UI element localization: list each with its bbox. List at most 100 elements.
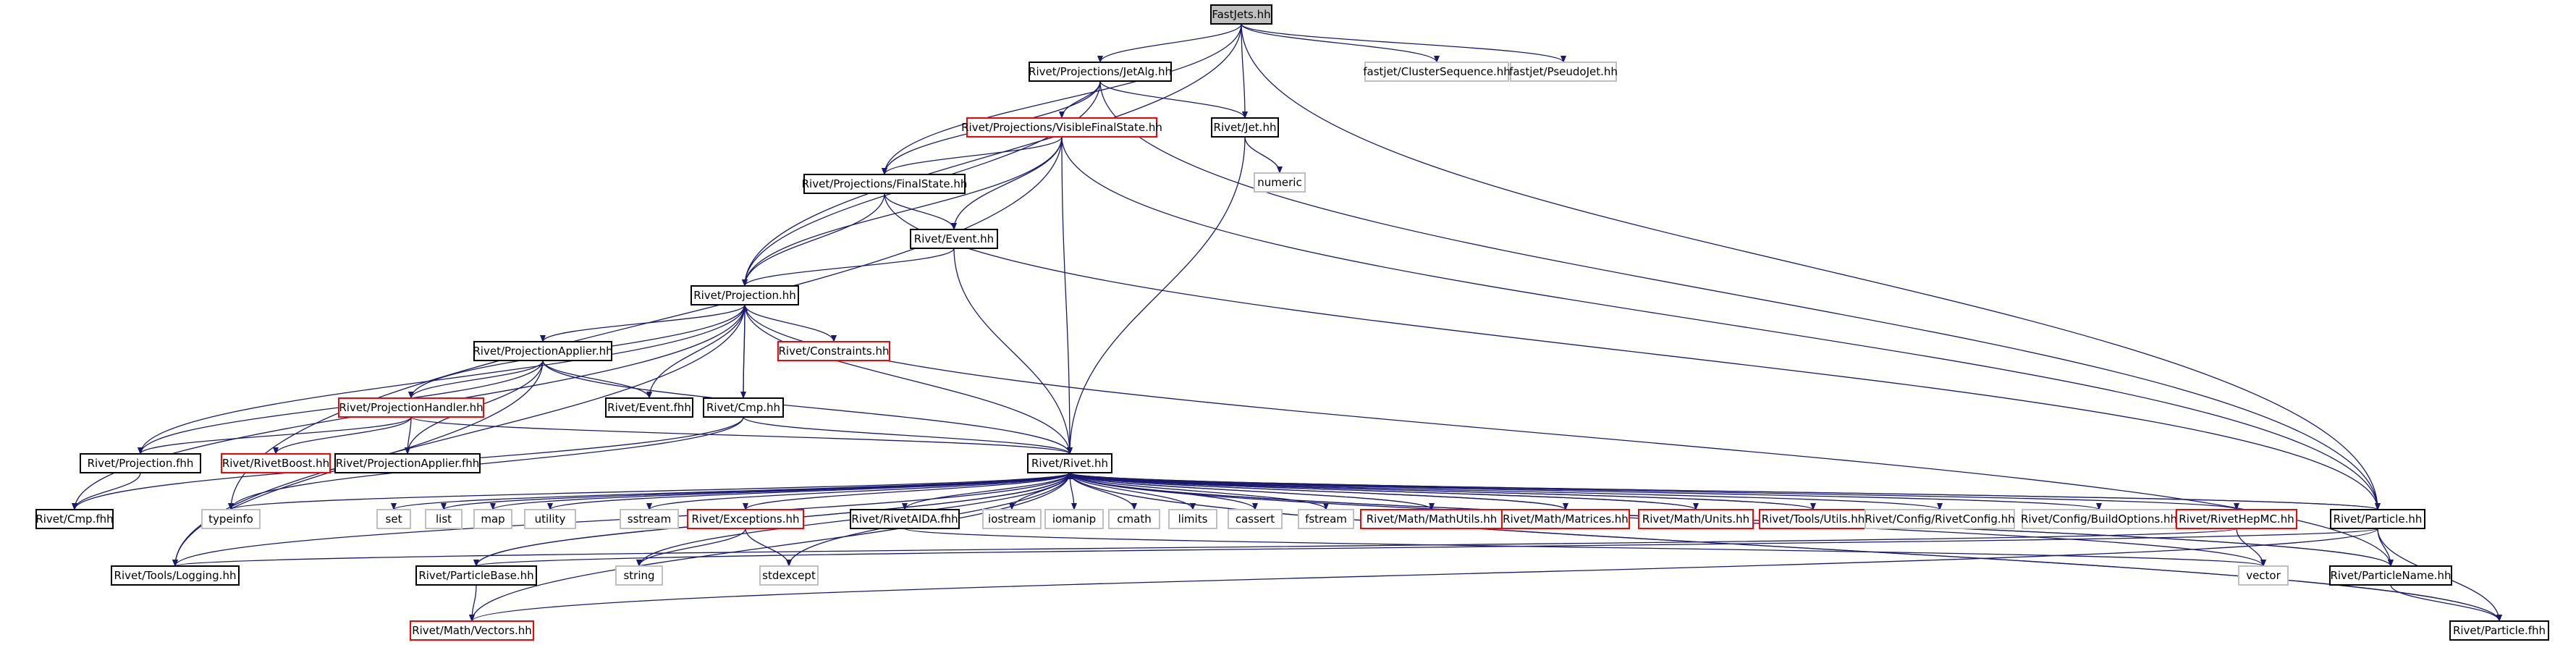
- node-projapplier[interactable]: Rivet/ProjectionApplier.hh: [473, 341, 613, 361]
- node-box-projapplier: [473, 341, 612, 361]
- node-logging[interactable]: Rivet/Tools/Logging.hh: [111, 565, 240, 586]
- node-projfhh[interactable]: Rivet/Projection.fhh: [80, 453, 201, 473]
- node-constraints[interactable]: Rivet/Constraints.hh: [777, 341, 890, 361]
- node-rivetconfig[interactable]: Rivet/Config/RivetConfig.hh: [1865, 509, 2015, 529]
- node-jet[interactable]: Rivet/Jet.hh: [1211, 117, 1279, 138]
- node-sstream[interactable]: sstream: [620, 509, 679, 529]
- node-units[interactable]: Rivet/Math/Units.hh: [1638, 509, 1754, 529]
- edge-jetalg-to-particle: [1099, 80, 2381, 510]
- node-box-utility: [524, 509, 576, 529]
- node-label-particle: Rivet/Particle.hh: [2334, 513, 2423, 526]
- node-toolsutils[interactable]: Rivet/Tools/Utils.hh: [1759, 509, 1867, 529]
- edge-visiblefs-to-finalstate: [882, 136, 1063, 175]
- edge-projection-to-eventfhh: [646, 304, 746, 399]
- node-projhandler[interactable]: Rivet/ProjectionHandler.hh: [338, 397, 484, 418]
- node-limits[interactable]: limits: [1168, 509, 1217, 529]
- node-box-toolsutils: [1759, 509, 1867, 529]
- edge-projapplier-to-projhandler: [408, 360, 544, 399]
- edge-fastjets-to-projection: [742, 23, 1242, 287]
- node-hepmc[interactable]: Rivet/RivetHepMC.hh: [2176, 509, 2297, 529]
- node-projapplierfhh[interactable]: Rivet/ProjectionApplier.fhh: [334, 453, 481, 473]
- edge-projection-to-constraints: [744, 304, 837, 342]
- node-eventfhh[interactable]: Rivet/Event.fhh: [605, 397, 693, 418]
- node-string[interactable]: string: [615, 565, 663, 586]
- node-box-particlefhh: [2449, 620, 2549, 641]
- node-clusterseq[interactable]: fastjet/ClusterSequence.hh: [1363, 62, 1511, 82]
- node-fstream[interactable]: fstream: [1298, 509, 1354, 529]
- edge-particle-to-vectors: [469, 528, 2378, 622]
- edge-finalstate-to-projection: [742, 193, 885, 287]
- node-numeric[interactable]: numeric: [1254, 172, 1306, 193]
- node-map[interactable]: map: [473, 509, 512, 529]
- node-label-stdexcept: stdexcept: [762, 569, 816, 582]
- node-label-finalstate: Rivet/Projections/FinalState.hh: [802, 177, 968, 190]
- node-matrices[interactable]: Rivet/Math/Matrices.hh: [1501, 509, 1630, 529]
- node-label-list: list: [436, 513, 452, 526]
- node-particlename[interactable]: Rivet/ParticleName.hh: [2329, 565, 2452, 586]
- node-cmp[interactable]: Rivet/Cmp.hh: [703, 397, 784, 418]
- node-box-matrices: [1501, 509, 1630, 529]
- edge-particlename-to-particlefhh: [2390, 584, 2502, 622]
- node-vector[interactable]: vector: [2238, 565, 2289, 586]
- node-finalstate[interactable]: Rivet/Projections/FinalState.hh: [802, 174, 968, 194]
- node-pseudojet[interactable]: fastjet/PseudoJet.hh: [1509, 62, 1618, 82]
- edge-cmp-to-projection: [741, 304, 748, 399]
- node-label-set: set: [386, 513, 402, 526]
- node-event[interactable]: Rivet/Event.hh: [910, 229, 998, 249]
- node-label-utility: utility: [535, 513, 566, 526]
- node-label-limits: limits: [1178, 513, 1208, 526]
- node-box-buildoptions: [2022, 509, 2176, 529]
- node-vectors[interactable]: Rivet/Math/Vectors.hh: [410, 620, 534, 641]
- edge-projfhh-to-cmpfhh: [72, 472, 141, 510]
- node-particle[interactable]: Rivet/Particle.hh: [2330, 509, 2425, 529]
- node-box-jet: [1211, 117, 1279, 138]
- node-box-set: [376, 509, 411, 529]
- edge-rivet-to-buildoptions: [1069, 472, 2102, 510]
- node-jetalg[interactable]: Rivet/Projections/JetAlg.hh: [1029, 62, 1172, 82]
- edge-projhandler-to-rivetboost: [273, 416, 412, 455]
- edge-particle-to-particlebase: [474, 528, 2378, 567]
- node-box-particlebase: [415, 565, 537, 586]
- node-label-logging: Rivet/Tools/Logging.hh: [114, 569, 237, 582]
- node-set[interactable]: set: [376, 509, 411, 529]
- node-particlebase[interactable]: Rivet/ParticleBase.hh: [415, 565, 537, 586]
- node-rivetboost[interactable]: Rivet/RivetBoost.hh: [221, 453, 331, 473]
- node-projection[interactable]: Rivet/Projection.hh: [691, 285, 799, 305]
- node-box-hepmc: [2176, 509, 2297, 529]
- node-label-visiblefs: Rivet/Projections/VisibleFinalState.hh: [961, 121, 1162, 134]
- edge-rivet-to-utility: [547, 472, 1070, 510]
- node-label-units: Rivet/Math/Units.hh: [1642, 513, 1749, 526]
- node-box-iomanip: [1044, 509, 1104, 529]
- node-label-vectors: Rivet/Math/Vectors.hh: [412, 624, 532, 637]
- node-label-aidafhh: Rivet/RivetAIDA.fhh: [851, 513, 958, 526]
- node-cassert[interactable]: cassert: [1228, 509, 1283, 529]
- edge-rivet-to-rivetconfig: [1069, 472, 1943, 510]
- node-visiblefs[interactable]: Rivet/Projections/VisibleFinalState.hh: [961, 117, 1162, 138]
- node-exceptions[interactable]: Rivet/Exceptions.hh: [687, 509, 804, 529]
- node-cmath[interactable]: cmath: [1108, 509, 1160, 529]
- node-buildoptions[interactable]: Rivet/Config/BuildOptions.hh: [2021, 509, 2177, 529]
- node-label-iomanip: iomanip: [1052, 513, 1096, 526]
- node-box-cmpfhh: [35, 509, 114, 529]
- node-typeinfo[interactable]: typeinfo: [201, 509, 261, 529]
- edge-jetalg-to-visiblefs: [1059, 80, 1101, 119]
- node-iostream[interactable]: iostream: [982, 509, 1042, 529]
- node-label-particlename: Rivet/ParticleName.hh: [2330, 569, 2451, 582]
- edge-rivet-to-exceptions: [743, 472, 1070, 510]
- node-mathutils[interactable]: Rivet/Math/MathUtils.hh: [1360, 509, 1503, 529]
- node-aidafhh[interactable]: Rivet/RivetAIDA.fhh: [850, 509, 960, 529]
- node-list[interactable]: list: [425, 509, 463, 529]
- node-utility[interactable]: utility: [524, 509, 576, 529]
- node-label-jetalg: Rivet/Projections/JetAlg.hh: [1029, 65, 1172, 78]
- node-particlefhh[interactable]: Rivet/Particle.fhh: [2449, 620, 2549, 641]
- edge-particle-to-particlename: [2377, 528, 2394, 567]
- node-box-mathutils: [1360, 509, 1503, 529]
- node-cmpfhh[interactable]: Rivet/Cmp.fhh: [35, 509, 114, 529]
- node-fastjets[interactable]: FastJets.hh: [1210, 4, 1272, 25]
- edge-jet-to-numeric: [1244, 136, 1283, 174]
- node-stdexcept[interactable]: stdexcept: [759, 565, 819, 586]
- node-iomanip[interactable]: iomanip: [1044, 509, 1104, 529]
- node-rivet[interactable]: Rivet/Rivet.hh: [1027, 453, 1112, 473]
- edge-visiblefs-to-projection: [742, 136, 1063, 287]
